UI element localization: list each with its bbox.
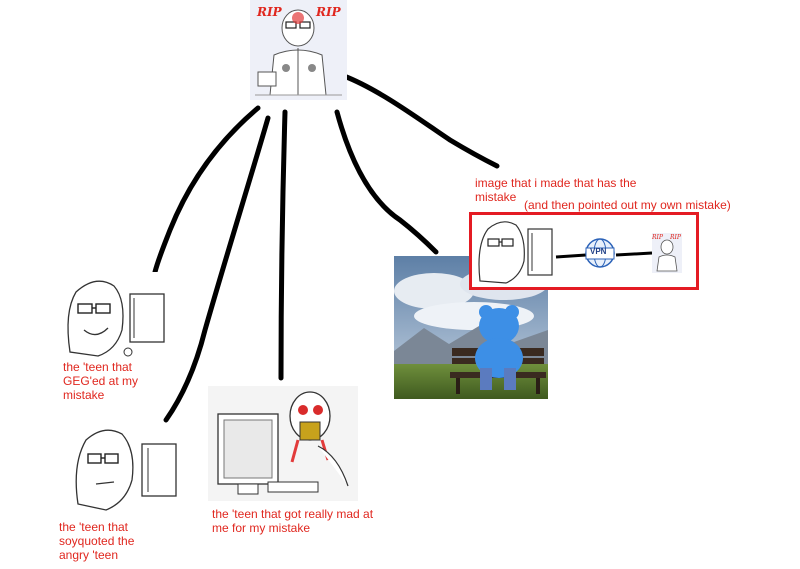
soyquote-teen-label: the 'teen that soyquoted the angry 'teen [59, 520, 135, 562]
angry-computer-drawing [208, 386, 358, 501]
rip-character-drawing [250, 0, 347, 100]
top-character-image: RIP RIP [250, 0, 347, 100]
mini-rip-right: RIP [670, 234, 681, 241]
rip-stamp-right: RIP [316, 5, 341, 19]
neutral-wojak-drawing [75, 429, 177, 511]
line-to-soyquote-teen [163, 115, 271, 423]
smiling-wojak-drawing [67, 280, 165, 357]
mad-teen-label: the 'teen that got really mad at me for … [212, 507, 374, 535]
mistake-panel-drawing [478, 221, 682, 284]
line-to-bench-image [334, 109, 439, 255]
mini-rip-left: RIP [652, 234, 663, 241]
line-to-geg-teen [152, 105, 261, 275]
line-to-mistake-image [341, 73, 500, 169]
vpn-text: VPN [590, 247, 607, 256]
soyquote-teen-image [70, 424, 178, 512]
mistake-image-highlight-box: VPN RIP RIP [469, 212, 699, 290]
rip-stamp-left: RIP [257, 5, 282, 19]
mistake-image-label: image that i made that has the mistake [475, 176, 637, 204]
mistake-note-label: (and then pointed out my own mistake) [524, 198, 731, 212]
line-to-mad-teen [278, 109, 288, 381]
geg-teen-image [58, 272, 165, 357]
mad-teen-image [208, 386, 358, 501]
geg-teen-label: the 'teen that GEG'ed at my mistake [63, 360, 138, 402]
